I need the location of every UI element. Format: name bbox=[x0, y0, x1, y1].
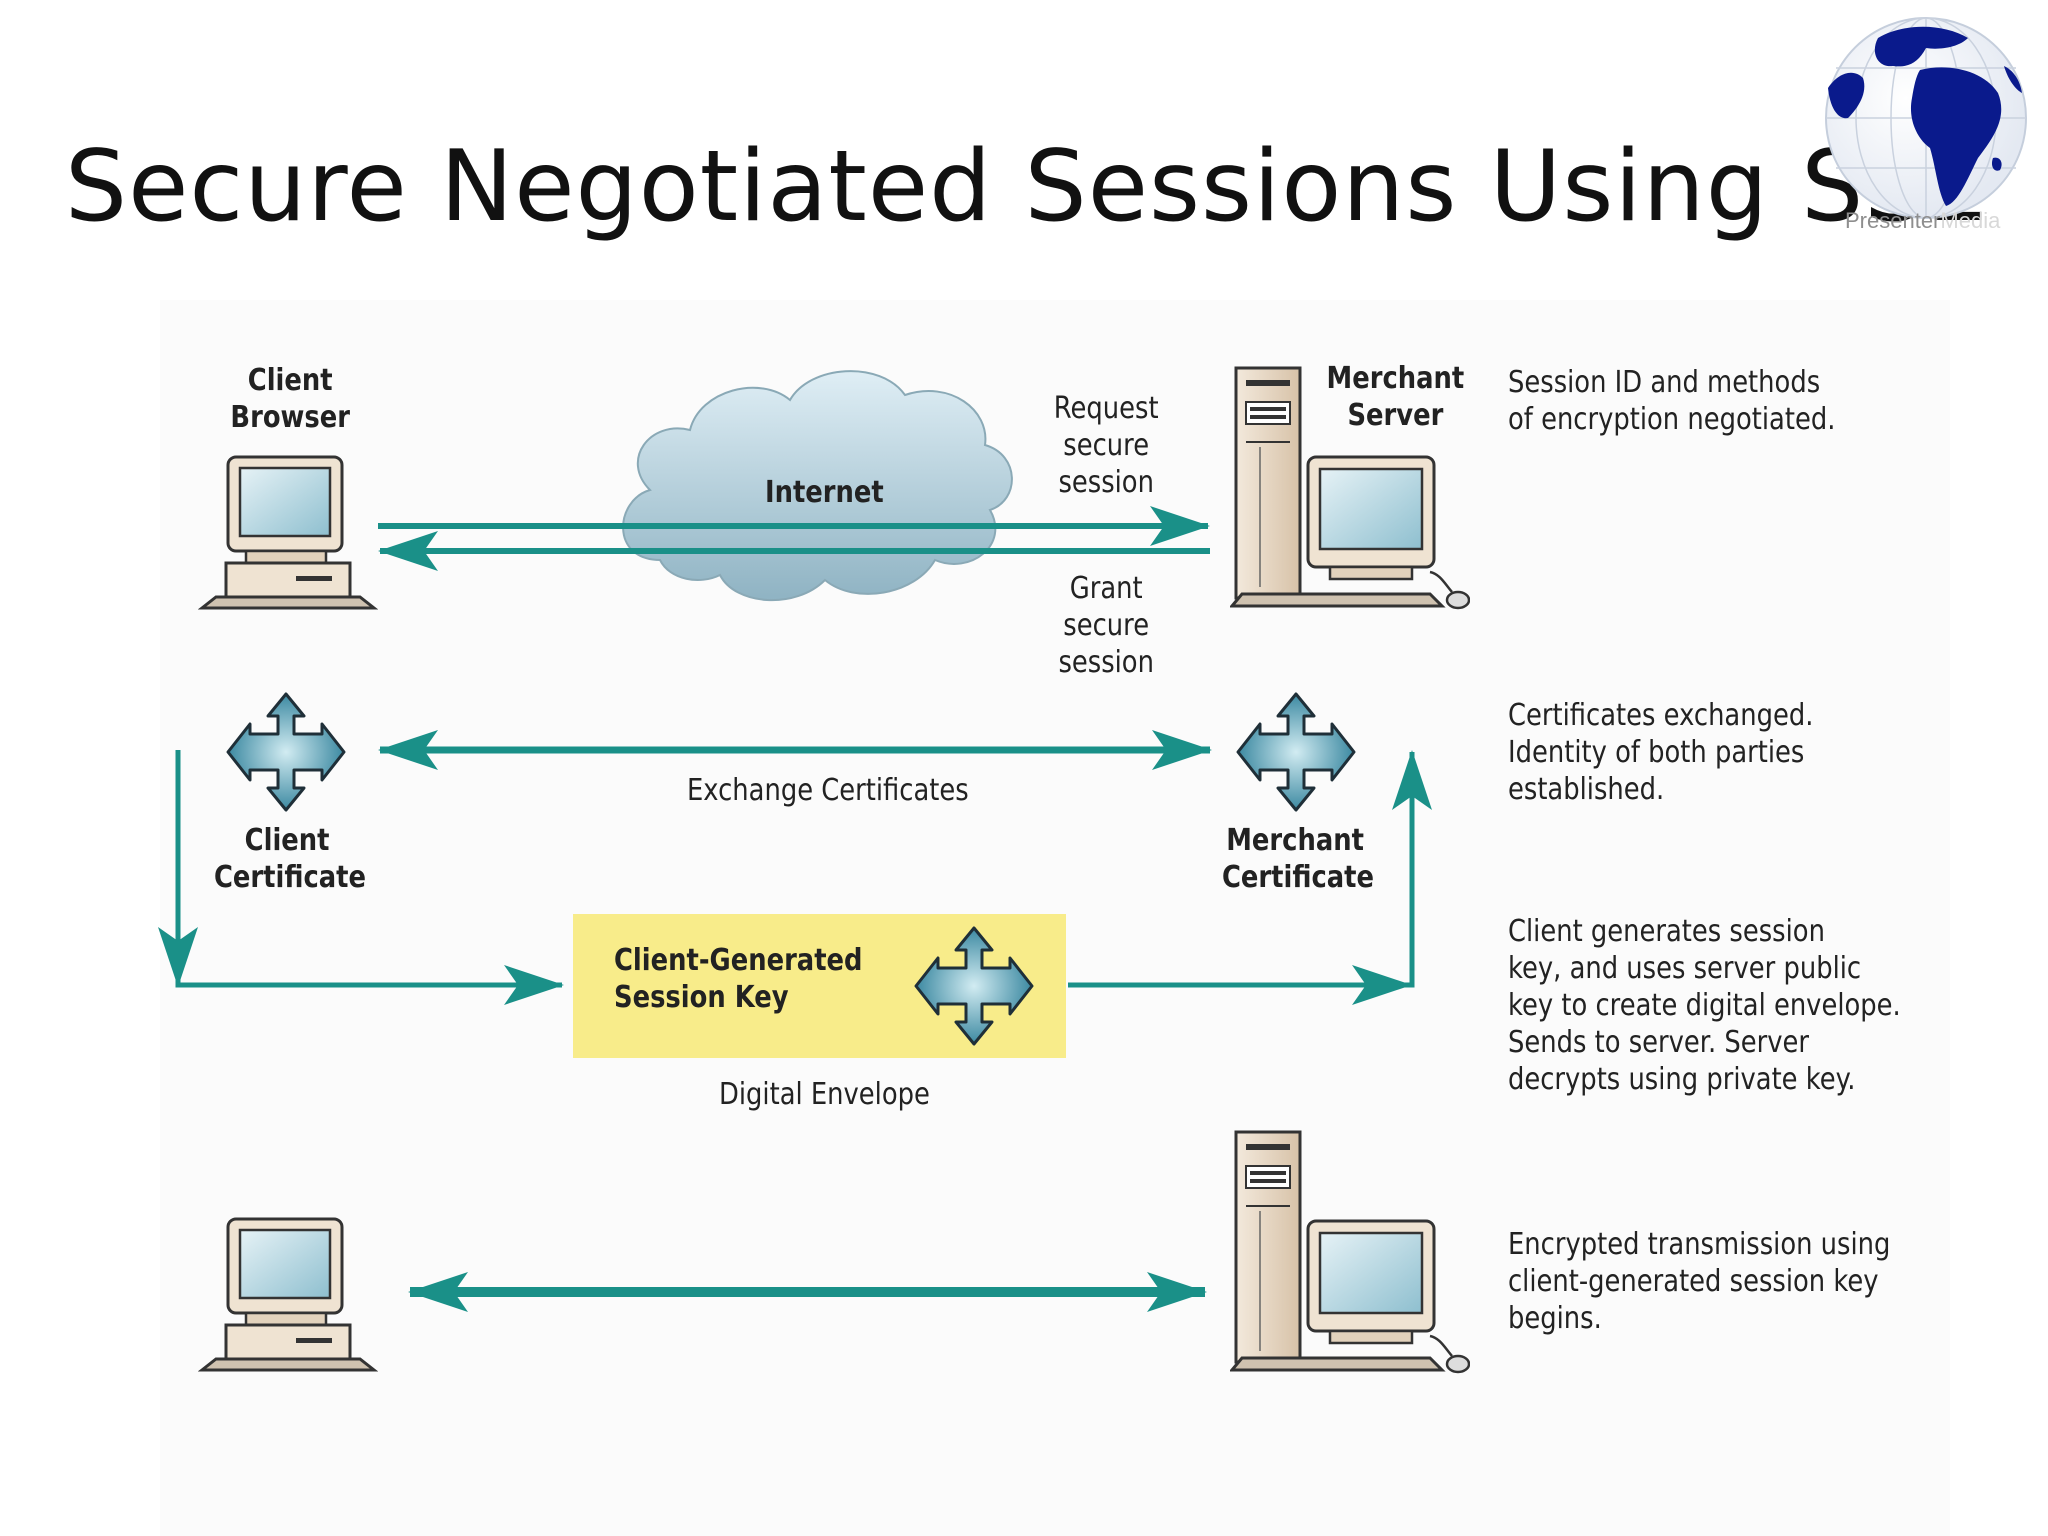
merchant-server-computer-icon-bottom bbox=[1230, 1130, 1470, 1374]
request-secure-session-label: Request secure session bbox=[1053, 391, 1159, 500]
globe-icon bbox=[1825, 17, 2027, 219]
merchant-server-label: Merchant Server bbox=[1326, 361, 1465, 433]
internet-cloud-icon bbox=[622, 370, 1013, 601]
step-1-note: Session ID and methods of encryption neg… bbox=[1508, 365, 1836, 437]
exchange-certificates-label: Exchange Certificates bbox=[687, 773, 969, 808]
envelope-to-merchant-arrow bbox=[1068, 750, 1432, 988]
step-4-note: Encrypted transmission using client-gene… bbox=[1508, 1227, 1891, 1336]
client-browser-label: Client Browser bbox=[230, 363, 350, 435]
client-computer-icon bbox=[200, 1217, 376, 1372]
logo-wordmark: PresenterMedia bbox=[1845, 208, 2000, 234]
client-certificate-label: Client Certificate bbox=[214, 823, 366, 895]
internet-label: Internet bbox=[765, 475, 884, 510]
step-3-note: Client generates session key, and uses s… bbox=[1508, 914, 1901, 1097]
logo-brand-prefix: Presenter bbox=[1845, 208, 1941, 233]
logo-brand-suffix: Media bbox=[1940, 208, 2001, 233]
session-key-label: Client-Generated Session Key bbox=[614, 943, 863, 1015]
step-2-note: Certificates exchanged. Identity of both… bbox=[1508, 698, 1814, 807]
grant-secure-session-label: Grant secure session bbox=[1058, 571, 1154, 680]
slide-title: Secure Negotiated Sessions Using SSL bbox=[64, 130, 1984, 244]
digital-envelope-label: Digital Envelope bbox=[719, 1077, 930, 1112]
merchant-certificate-label: Merchant Certificate bbox=[1222, 823, 1374, 895]
session-key-icon bbox=[914, 926, 1034, 1046]
